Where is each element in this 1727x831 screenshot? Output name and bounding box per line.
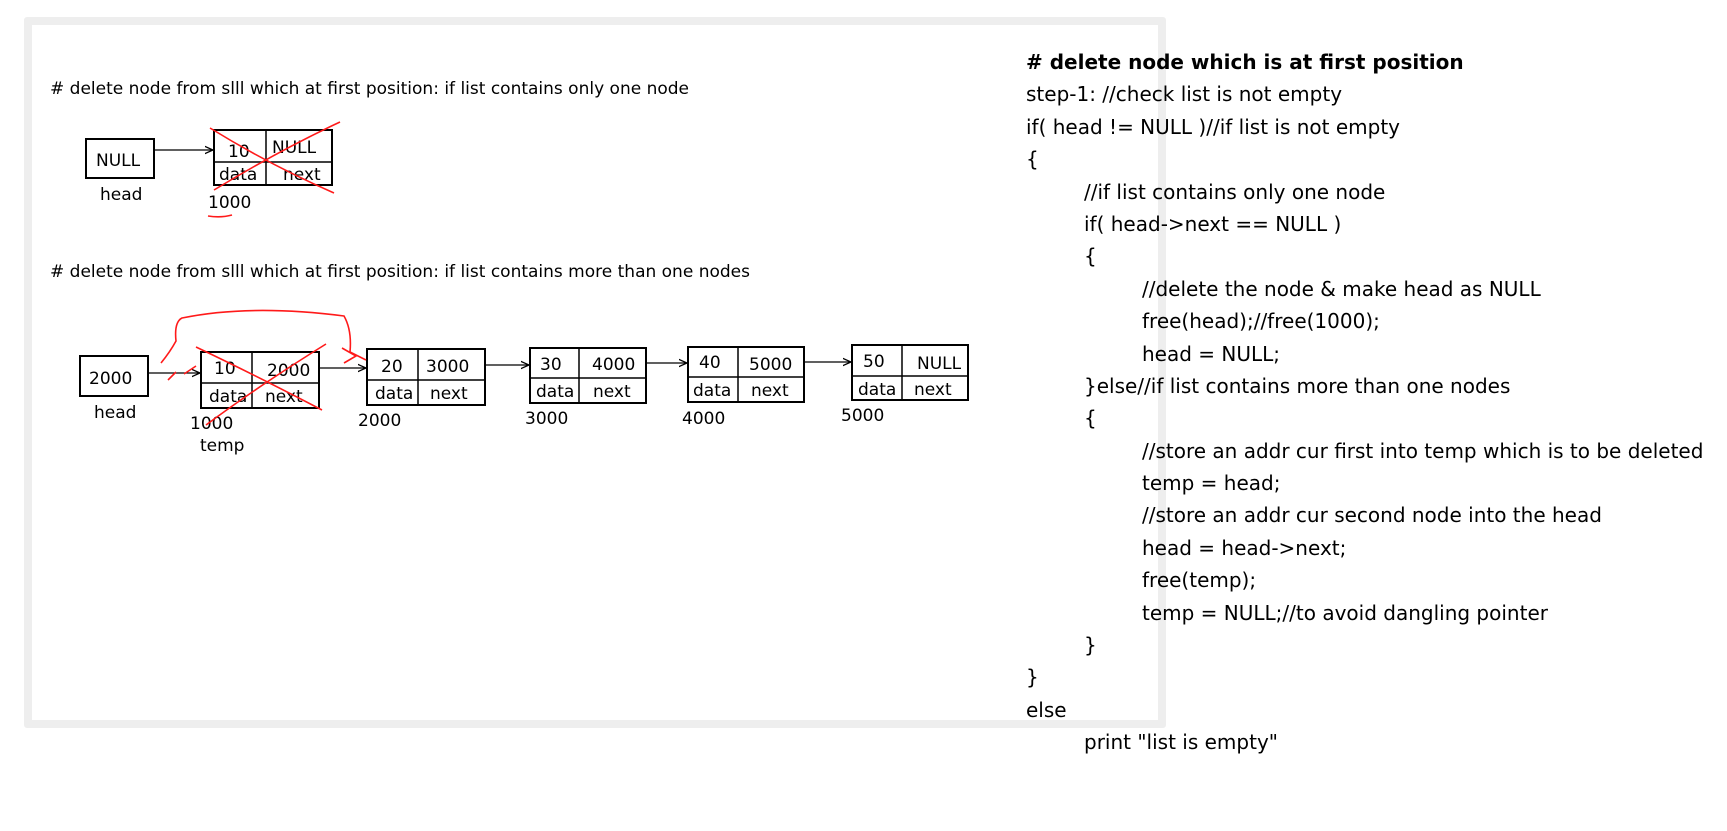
section1-heading: # delete node from slll which at first p… (50, 79, 690, 99)
code-line: { (1026, 147, 1039, 172)
s2-node-3: 30 4000 data next 3000 (525, 347, 647, 429)
s1-node-next: NULL (272, 138, 317, 158)
s2-head-pointer: 2000 head (79, 355, 149, 423)
code-line: if( head != NULL )//if list is not empty (1026, 114, 1400, 139)
code-line: if( head->next == NULL ) (1084, 211, 1342, 236)
code-line: } (1026, 665, 1039, 690)
s2-head-label: head (94, 403, 136, 423)
s2-red-annotations (160, 309, 367, 426)
s2-node-1-data: 10 (214, 359, 236, 379)
s2-node-1-next-label: next (265, 387, 303, 407)
s2-node-2: 20 3000 data next 2000 (358, 348, 486, 431)
s2-node-4: 40 5000 data next 4000 (682, 346, 805, 429)
s2-node-1-next: 2000 (267, 361, 310, 381)
s2-temp-label: temp (200, 436, 244, 456)
code-line: head = NULL; (1142, 341, 1281, 366)
code-title: # delete node which is at first position (1026, 50, 1464, 74)
s2-node-4-next-label: next (751, 381, 789, 401)
whiteboard-frame (24, 17, 1166, 728)
s2-node-2-data-label: data (375, 384, 413, 404)
code-line: temp = head; (1142, 471, 1281, 496)
s2-node-4-data: 40 (699, 353, 721, 373)
code-line: { (1084, 406, 1097, 431)
code-line: else (1026, 697, 1067, 722)
s1-head-label: head (100, 185, 142, 205)
s2-node-5: 50 NULL data next 5000 (841, 344, 969, 426)
code-line: //store an addr cur first into temp whic… (1142, 438, 1704, 463)
code-line: //if list contains only one node (1084, 179, 1386, 204)
s2-node-2-next: 3000 (426, 357, 469, 377)
code-lines: step-1: //check list is not empty if( hea… (1026, 78, 1703, 758)
code-line: print "list is empty" (1084, 730, 1278, 755)
code-line: { (1084, 244, 1097, 269)
s2-node-2-address: 2000 (358, 411, 401, 431)
s2-node-4-next: 5000 (749, 355, 792, 375)
s2-node-5-data-label: data (858, 380, 896, 400)
s1-node-next-label: next (283, 165, 321, 185)
s2-node-1: 10 2000 data next 1000 temp (190, 351, 320, 456)
s2-node-5-data: 50 (863, 352, 885, 372)
s2-node-5-address: 5000 (841, 406, 884, 426)
code-line: //store an addr cur second node into the… (1142, 503, 1602, 528)
s2-node-1-data-label: data (209, 387, 247, 407)
code-line: head = head->next; (1142, 535, 1347, 560)
s2-node-3-next-label: next (593, 382, 631, 402)
code-line: //delete the node & make head as NULL (1142, 276, 1541, 301)
s2-node-4-address: 4000 (682, 409, 725, 429)
code-line: temp = NULL;//to avoid dangling pointer (1142, 600, 1548, 625)
linked-list-diagram: NULL head 10 NULL data next 1000 2000 he… (79, 121, 969, 456)
code-line: }else//if list contains more than one no… (1084, 373, 1511, 398)
section2-heading: # delete node from slll which at first p… (50, 262, 750, 282)
s2-node-2-data: 20 (381, 357, 403, 377)
s1-red-cross-annotation (207, 121, 341, 218)
s2-head-value: 2000 (89, 369, 132, 389)
s2-node-3-data: 30 (540, 355, 562, 375)
s2-node-4-data-label: data (693, 381, 731, 401)
s2-node-3-address: 3000 (525, 409, 568, 429)
s1-head-pointer: NULL head (85, 138, 155, 205)
s1-node-address: 1000 (208, 193, 251, 213)
algorithm-code: # delete node which is at first position… (1026, 46, 1703, 759)
s2-node-3-next: 4000 (592, 355, 635, 375)
s2-node-5-next: NULL (917, 354, 962, 374)
code-line: } (1084, 633, 1097, 658)
s1-head-value: NULL (96, 151, 141, 171)
s2-node-5-next-label: next (914, 380, 952, 400)
s2-node-3-data-label: data (536, 382, 574, 402)
s1-node-data: 10 (228, 142, 250, 162)
code-line: free(temp); (1142, 568, 1257, 593)
code-line: step-1: //check list is not empty (1026, 82, 1343, 107)
s2-node-2-next-label: next (430, 384, 468, 404)
s1-node: 10 NULL data next 1000 (208, 129, 333, 213)
s2-node-1-address: 1000 (190, 414, 233, 434)
code-line: free(head);//free(1000); (1142, 309, 1380, 334)
